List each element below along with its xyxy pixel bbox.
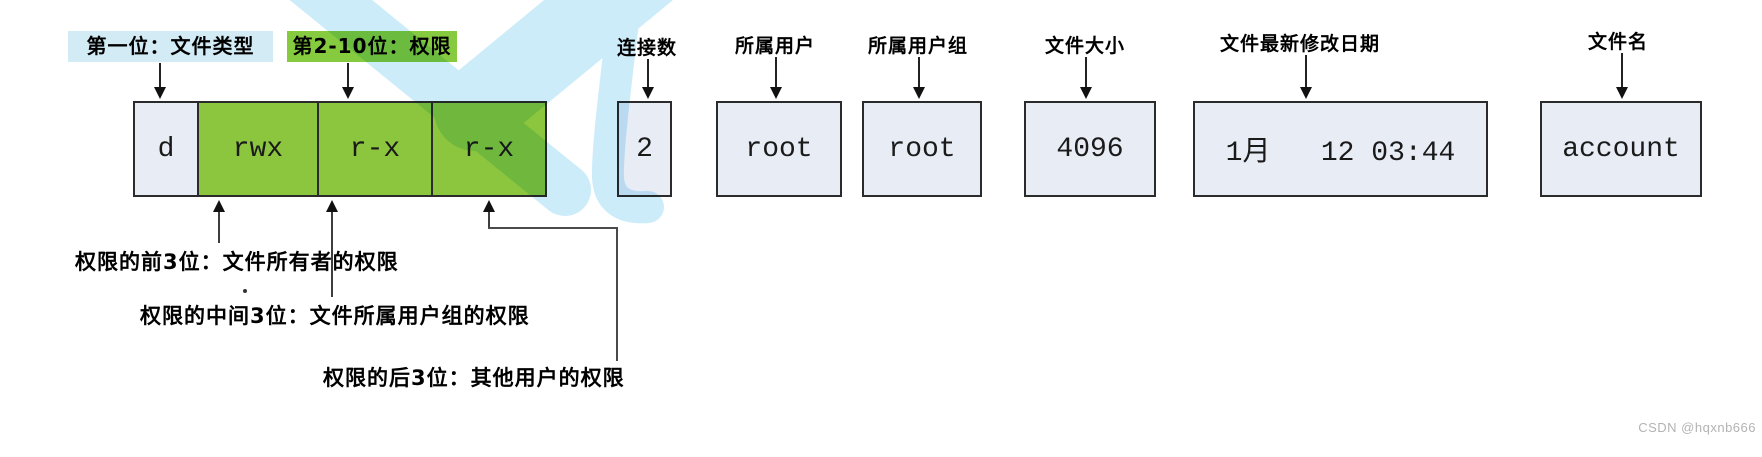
stray-dot — [243, 289, 247, 293]
cell-owner: root — [716, 101, 842, 197]
arrow-modified-date-icon — [1300, 55, 1312, 99]
cell-perm-owner: rwx — [197, 103, 317, 195]
cell-file-type: d — [135, 103, 197, 195]
watermark-credit: CSDN @hqxnb666 — [1638, 420, 1756, 435]
label-file-size: 文件大小 — [1044, 35, 1126, 57]
arrow-permissions-icon — [342, 63, 354, 99]
other-perms-connector-vertical — [616, 227, 618, 361]
arrow-owner-icon — [770, 57, 782, 99]
arrow-file-name-icon — [1616, 53, 1628, 99]
label-owner-group: 所属用户组 — [867, 35, 969, 57]
label-file-name: 文件名 — [1587, 31, 1649, 53]
cell-perm-group: r-x — [317, 103, 431, 195]
label-file-type-position: 第一位：文件类型 — [68, 31, 273, 62]
label-permission-bits: 第2-10位：权限 — [287, 31, 457, 62]
arrow-owner-perms-icon — [213, 200, 225, 243]
cell-file-size: 4096 — [1024, 101, 1156, 197]
cell-perm-others: r-x — [431, 103, 545, 195]
label-modified-date: 文件最新修改日期 — [1219, 33, 1381, 55]
permission-cell-group: d rwx r-x r-x — [133, 101, 547, 197]
label-link-count: 连接数 — [616, 37, 678, 59]
cell-file-name: account — [1540, 101, 1702, 197]
arrow-owner-group-icon — [913, 57, 925, 99]
arrow-file-size-icon — [1080, 57, 1092, 99]
note-owner-perms: 权限的前3位：文件所有者的权限 — [75, 250, 399, 274]
note-group-perms: 权限的中间3位：文件所属用户组的权限 — [140, 304, 530, 328]
arrow-link-count-icon — [642, 59, 654, 99]
cell-owner-group: root — [862, 101, 982, 197]
label-owner: 所属用户 — [734, 35, 816, 57]
other-perms-connector-horizontal — [488, 227, 618, 229]
arrow-file-type-icon — [154, 63, 166, 99]
cell-modified-date: 1月 12 03:44 — [1193, 101, 1488, 197]
cell-link-count: 2 — [617, 101, 672, 197]
note-other-perms: 权限的后3位：其他用户的权限 — [323, 366, 625, 390]
